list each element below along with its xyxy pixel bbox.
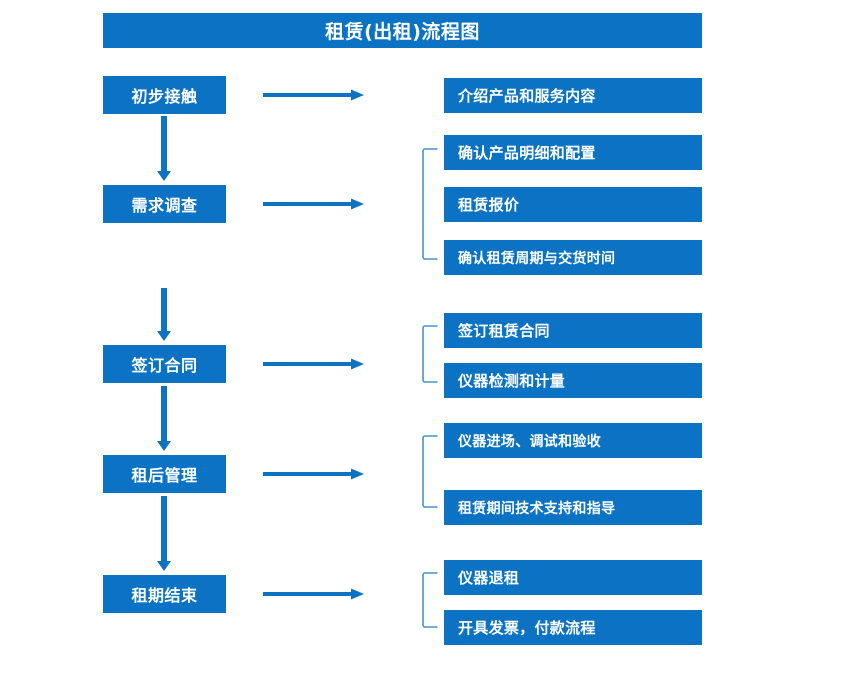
detail-box-confirm-period-delivery[interactable]: 确认租赁周期与交货时间 bbox=[444, 240, 702, 275]
arrow-down-icon bbox=[156, 116, 172, 182]
stage-box-demand-survey[interactable]: 需求调查 bbox=[103, 185, 226, 223]
arrow-right-icon bbox=[263, 197, 365, 211]
arrow-down-icon bbox=[156, 386, 172, 452]
arrow-right-icon bbox=[263, 357, 365, 371]
arrow-down-icon bbox=[156, 496, 172, 572]
detail-box-instrument-test-metering[interactable]: 仪器检测和计量 bbox=[444, 363, 702, 398]
detail-box-intro-products-services[interactable]: 介绍产品和服务内容 bbox=[444, 78, 702, 113]
group-bracket-icon bbox=[421, 435, 439, 508]
stage-box-post-rental-management[interactable]: 租后管理 bbox=[103, 455, 226, 493]
arrow-down-icon bbox=[156, 288, 172, 342]
arrow-right-icon bbox=[263, 587, 365, 601]
detail-box-instrument-return[interactable]: 仪器退租 bbox=[444, 560, 702, 595]
stage-box-lease-end[interactable]: 租期结束 bbox=[103, 575, 226, 613]
detail-box-instrument-entry-commission[interactable]: 仪器进场、调试和验收 bbox=[444, 423, 702, 458]
detail-box-confirm-product-spec[interactable]: 确认产品明细和配置 bbox=[444, 135, 702, 170]
arrow-right-icon bbox=[263, 467, 365, 481]
detail-box-invoice-payment[interactable]: 开具发票，付款流程 bbox=[444, 610, 702, 645]
detail-box-rental-tech-support[interactable]: 租赁期间技术支持和指导 bbox=[444, 490, 702, 525]
detail-box-rental-quote[interactable]: 租赁报价 bbox=[444, 187, 702, 222]
page-title: 租赁(出租)流程图 bbox=[103, 13, 702, 48]
group-bracket-icon bbox=[421, 325, 439, 383]
detail-box-sign-rental-contract[interactable]: 签订租赁合同 bbox=[444, 313, 702, 348]
stage-box-initial-contact[interactable]: 初步接触 bbox=[103, 76, 226, 114]
arrow-right-icon bbox=[263, 88, 365, 102]
stage-box-sign-contract[interactable]: 签订合同 bbox=[103, 345, 226, 383]
group-bracket-icon bbox=[421, 148, 439, 260]
group-bracket-icon bbox=[421, 572, 439, 628]
